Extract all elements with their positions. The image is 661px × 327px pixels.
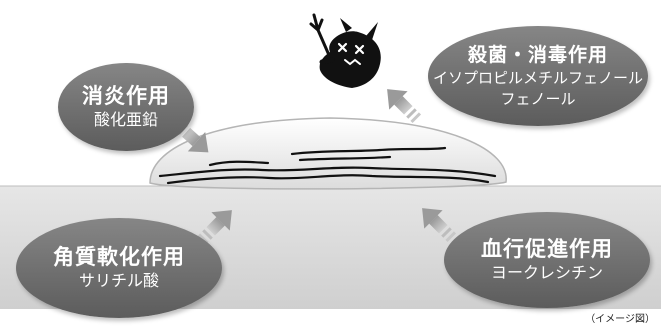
- circulation-ingredient: ヨークレシチン: [490, 263, 603, 282]
- bubble-circulation: 血行促進作用 ヨークレシチン: [444, 212, 650, 308]
- germ-devil-icon: [309, 13, 381, 88]
- keratin-softening-title: 角質軟化作用: [53, 245, 185, 269]
- anti-inflammatory-ingredient: 酸化亜鉛: [93, 110, 158, 129]
- bubble-anti-inflammatory: 消炎作用 酸化亜鉛: [58, 63, 194, 151]
- arrow-sterilization: [387, 89, 422, 124]
- sterilization-title: 殺菌・消毒作用: [467, 44, 608, 66]
- anti-inflammatory-title: 消炎作用: [82, 84, 170, 108]
- image-caption: （イメージ図）: [585, 314, 655, 325]
- circulation-title: 血行促進作用: [481, 237, 613, 261]
- arrow-circulation: [422, 208, 457, 243]
- bubble-sterilization: 殺菌・消毒作用 イソプロピルメチルフェノール フェノール: [428, 26, 648, 126]
- sterilization-ingredient-2: フェノール: [500, 90, 576, 108]
- callus-lump: [149, 117, 507, 190]
- sterilization-ingredient-1: イソプロピルメチルフェノール: [432, 69, 643, 87]
- bubble-keratin-softening: 角質軟化作用 サリチル酸: [16, 218, 222, 318]
- keratin-softening-ingredient: サリチル酸: [78, 271, 159, 290]
- tissue-lines: [158, 146, 497, 185]
